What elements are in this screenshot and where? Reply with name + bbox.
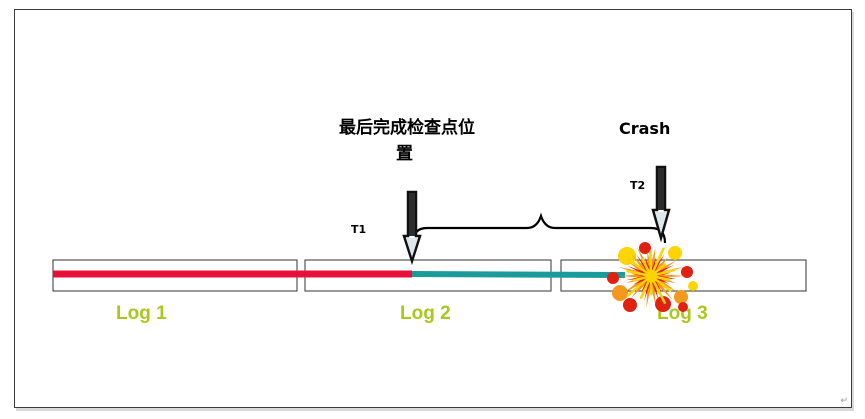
- checkpoint-diagram: 最后完成检查点位 置 Crash T1 T2 Log 1 Log 2 Log 3: [52, 117, 807, 324]
- checkpoint-label-line2: 置: [396, 144, 413, 164]
- checkpoint-label-line1: 最后完成检查点位: [339, 117, 475, 138]
- log-label-2: Log 2: [400, 303, 451, 324]
- corner-glyph: ↵: [840, 395, 848, 405]
- log-label-1: Log 1: [116, 303, 167, 324]
- t1-label: T1: [351, 223, 366, 236]
- t2-label: T2: [630, 179, 645, 192]
- explosion-icon: [607, 242, 698, 312]
- diagram-frame: 最后完成检查点位 置 Crash T1 T2 Log 1 Log 2 Log 3…: [14, 9, 852, 408]
- pending-log-segment: [411, 271, 626, 278]
- crash-label: Crash: [619, 119, 670, 138]
- down-arrow-icon: [402, 190, 422, 266]
- interval-brace: [411, 212, 667, 244]
- down-arrow-icon: [651, 165, 671, 243]
